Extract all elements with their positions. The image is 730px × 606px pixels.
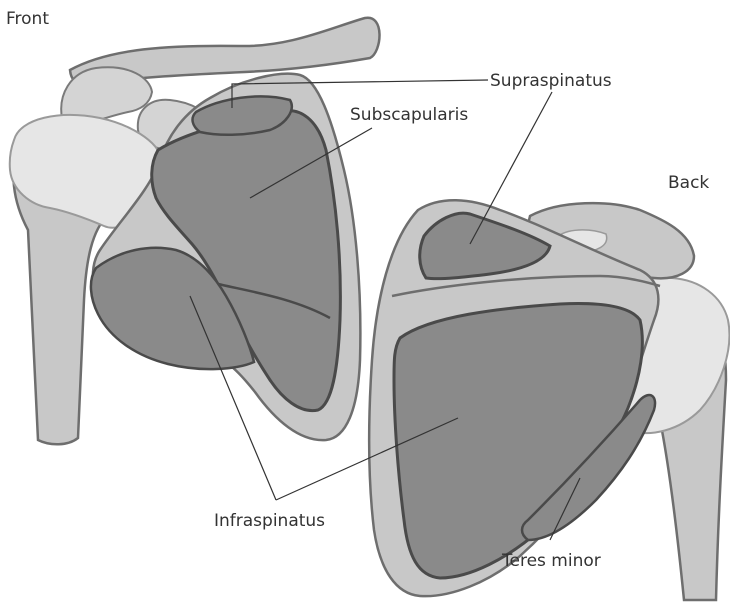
back-view: [369, 200, 729, 600]
front-view: [10, 18, 380, 445]
back-view-label: Back: [668, 173, 709, 193]
front-view-label: Front: [6, 9, 49, 29]
teres-minor-label: Teres minor: [501, 551, 601, 571]
subscapularis-label: Subscapularis: [350, 105, 468, 125]
supraspinatus-label: Supraspinatus: [490, 71, 612, 91]
infraspinatus-label: Infraspinatus: [214, 511, 325, 531]
